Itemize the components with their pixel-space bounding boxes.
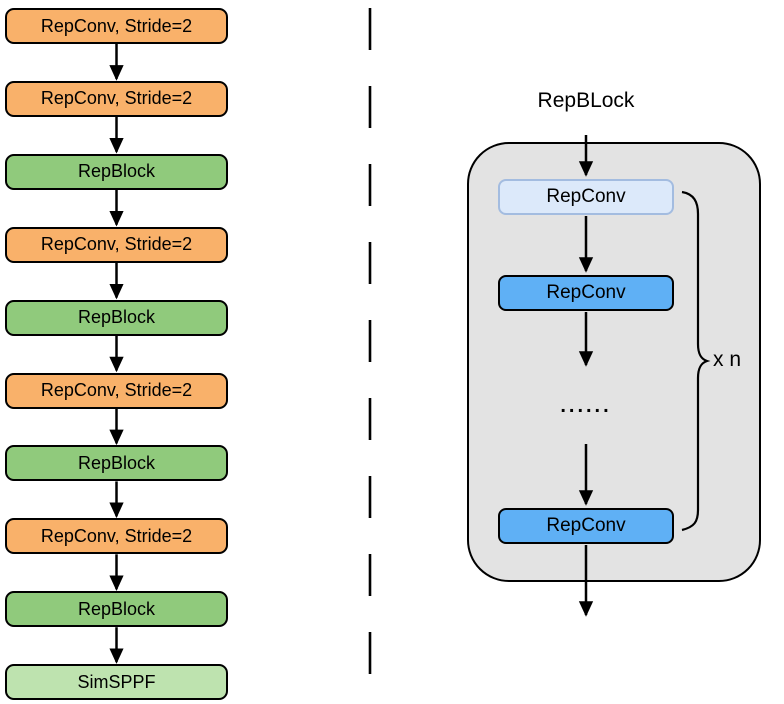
flow-box: RepBlock [5,299,228,336]
flow-box-label: RepConv, Stride=2 [40,525,193,546]
flow-box: RepBlock [5,445,228,482]
flow-box: SimSPPF [5,664,228,701]
repconv-label: RepConv [546,515,626,536]
flow-box-label: RepBlock [77,598,156,619]
repconv-box-first: RepConv [498,179,674,215]
flow-box: RepConv, Stride=2 [5,372,228,409]
repconv-label: RepConv [546,186,626,207]
repblock-panel-title: RepBLock [537,89,635,112]
flow-box: RepConv, Stride=2 [5,226,228,263]
flow-box: RepConv, Stride=2 [5,80,228,117]
flow-box-label: RepBlock [77,452,156,473]
flow-box-label: RepConv, Stride=2 [40,380,193,400]
repconv-box-last: RepConv [498,508,674,544]
flow-box-label: SimSPPF [77,671,156,692]
flow-box-label: RepConv, Stride=2 [40,15,193,36]
flow-box-label: RepBlock [77,161,156,182]
flow-box-label: RepConv, Stride=2 [40,88,193,109]
flow-box: RepBlock [5,153,228,190]
flow-box-label: RepBlock [77,307,156,328]
repconv-label: RepConv [546,282,626,303]
flow-box: RepBlock [5,591,228,628]
flow-box: RepConv, Stride=2 [5,518,228,555]
flow-box-label: RepConv, Stride=2 [40,234,193,255]
repconv-box-second: RepConv [498,275,674,311]
repeat-ellipsis: ...... [560,395,612,417]
flow-box: RepConv, Stride=2 [5,8,228,44]
repeat-brace [681,190,711,532]
repeat-count-label: x n [713,348,742,371]
